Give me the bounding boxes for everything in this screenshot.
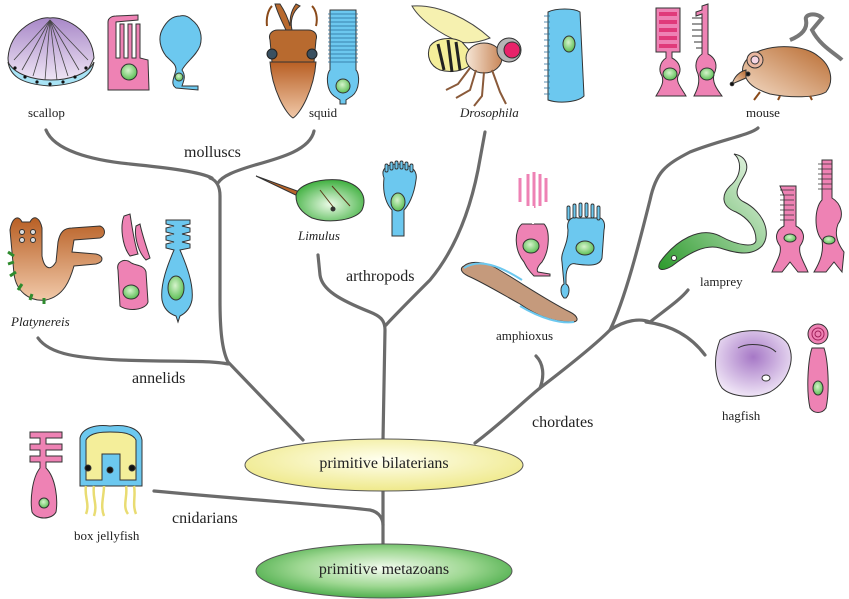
branch-cnidarians (152, 489, 385, 527)
lamprey-illustration (658, 153, 767, 270)
branch-scallop (44, 128, 214, 180)
species-label-hagfish: hagfish (722, 408, 761, 423)
group-label-annelids: annelids (132, 370, 186, 387)
mouse-illustration (729, 12, 844, 101)
species-label-squid: squid (309, 105, 338, 120)
scallop-ciliary-cell (107, 14, 150, 91)
species-label-lamprey: lamprey (700, 274, 743, 289)
node-label-metazoans: primitive metazoans (318, 561, 450, 578)
platynereis-rhabdomeric-cell (161, 219, 193, 324)
branch-protostome-left (208, 176, 305, 442)
branch-squid (216, 129, 316, 185)
drosophila-rhabdomeric-cell (544, 8, 585, 103)
lamprey-photoreceptor-cell-2 (813, 159, 845, 274)
branch-mouse (608, 126, 760, 332)
hagfish-illustration (715, 330, 792, 397)
species-label-drosophila: Drosophila (460, 105, 519, 120)
box-jellyfish-illustration (79, 425, 143, 517)
species-label-scallop: scallop (28, 105, 65, 120)
species-label-limulus: Limulus (298, 228, 340, 243)
scallop-illustration (7, 17, 95, 87)
lamprey-photoreceptor-cell-1 (771, 185, 809, 273)
bilaterian-node (244, 438, 524, 492)
drosophila-illustration (411, 5, 522, 107)
species-label-mouse: mouse (746, 105, 780, 120)
group-label-cnidarians: cnidarians (172, 510, 238, 527)
branch-hagfish (644, 320, 707, 357)
group-label-chordates: chordates (532, 414, 594, 431)
amphioxus-rhabdomeric-cell (560, 202, 605, 299)
group-label-molluscs: molluscs (184, 144, 241, 161)
group-label-arthropods: arthropods (346, 268, 415, 285)
species-label-box-jellyfish: box jellyfish (74, 528, 140, 543)
hagfish-ciliary-cell (807, 323, 829, 413)
limulus-illustration (255, 175, 365, 222)
amphioxus-ciliary-cell (515, 172, 551, 277)
species-label-platynereis: Platynereis (11, 314, 70, 329)
tree-branches (36, 126, 760, 547)
scallop-rhabdomeric-cell (159, 15, 202, 91)
species-label-amphioxus: amphioxus (496, 328, 554, 343)
branch-drosophila (384, 130, 487, 327)
platynereis-ciliary-cell (117, 213, 151, 310)
node-label-bilaterians: primitive bilaterians (319, 455, 449, 472)
metazoan-node (255, 543, 513, 599)
box-jellyfish-ciliary-cell (29, 431, 63, 519)
branch-annelids (36, 336, 230, 366)
platynereis-illustration (7, 217, 105, 304)
squid-illustration (265, 3, 318, 119)
amphioxus-illustration (460, 261, 578, 324)
mouse-rod-cell (655, 7, 687, 97)
squid-rhabdomeric-cell (326, 9, 360, 105)
limulus-rhabdomeric-cell (382, 160, 417, 237)
mouse-cone-cell (692, 3, 723, 97)
branch-amphioxus (534, 354, 545, 390)
branch-arthropods (316, 253, 387, 442)
